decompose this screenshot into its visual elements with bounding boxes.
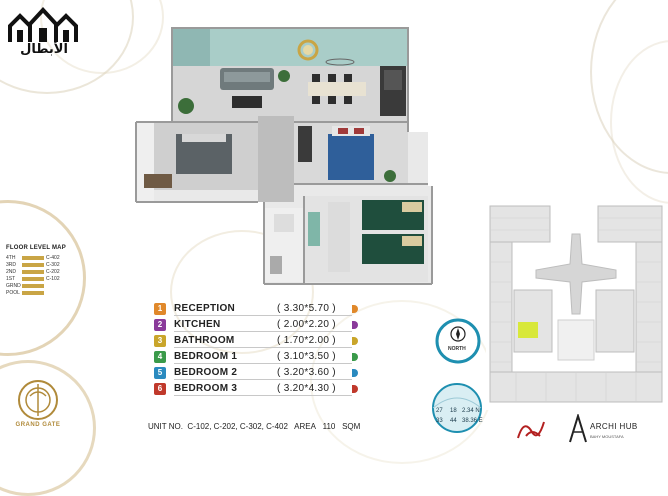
latitude-seconds: 2.34 N xyxy=(462,408,480,414)
floor-level-map: FLOOR LEVEL MAP 4TH C-402 3RD C-302 2ND C-2… xyxy=(4,205,114,315)
legend-row-bathroom: 3 BATHROOM ( 1.70*2.00 ) xyxy=(152,334,360,348)
legend-room-dimensions: ( 2.00*2.20 ) xyxy=(277,319,336,330)
legend-row-reception: 1 RECEPTION ( 3.30*5.70 ) xyxy=(152,302,360,316)
legend-number-badge: 6 xyxy=(154,383,166,395)
floor-level-label: 3RD xyxy=(6,262,17,268)
legend-room-name: BEDROOM 1 xyxy=(174,351,238,362)
floor-level-label: POOL xyxy=(6,290,20,296)
latitude-minutes: 18 xyxy=(450,408,457,414)
floor-unit-code: C-402 xyxy=(46,255,60,261)
signature-mark-icon xyxy=(517,421,545,439)
legend-divider xyxy=(174,363,352,364)
unit-label: UNIT NO. xyxy=(148,422,183,431)
legend-divider xyxy=(174,347,352,348)
legend-room-dimensions: ( 3.10*3.50 ) xyxy=(277,351,336,362)
legend-room-name: KITCHEN xyxy=(174,319,221,330)
floor-level-map-title: FLOOR LEVEL MAP xyxy=(6,245,66,251)
legend-row-kitchen: 2 KITCHEN ( 2.00*2.20 ) xyxy=(152,318,360,332)
compass-icon xyxy=(435,318,481,364)
area-value: 110 xyxy=(322,422,336,431)
latitude-degrees: 27 xyxy=(436,408,443,414)
legend-row-bedroom-1: 4 BEDROOM 1 ( 3.10*3.50 ) xyxy=(152,350,360,364)
legend-color-tip xyxy=(352,305,358,313)
brand-logo: الأبطال xyxy=(6,4,80,58)
floor-level-bar xyxy=(22,284,44,288)
grand-gate-label: GRAND GATE xyxy=(15,422,61,428)
legend-divider xyxy=(174,379,352,380)
legend-divider xyxy=(174,331,352,332)
floor-unit-code: C-202 xyxy=(46,269,60,275)
area-unit: SQM xyxy=(342,422,361,431)
grand-gate-logo: GRAND GATE xyxy=(6,378,70,434)
floor-unit-code: C-302 xyxy=(46,262,60,268)
legend-color-tip xyxy=(352,385,358,393)
legend-room-dimensions: ( 3.20*4.30 ) xyxy=(277,383,336,394)
legend-number-badge: 3 xyxy=(154,335,166,347)
archi-hub-name: ARCHI HUB xyxy=(590,422,638,431)
legend-room-dimensions: ( 1.70*2.00 ) xyxy=(277,335,336,346)
legend-color-tip xyxy=(352,337,358,345)
floor-level-bar xyxy=(22,270,44,274)
longitude-degrees: 33 xyxy=(436,418,443,424)
legend-number-badge: 5 xyxy=(154,367,166,379)
signature xyxy=(514,412,550,446)
floor-level-bar xyxy=(22,277,44,281)
longitude-minutes: 44 xyxy=(450,418,457,424)
legend-row-bedroom-3: 6 BEDROOM 3 ( 3.20*4.30 ) xyxy=(152,382,360,396)
legend-divider xyxy=(174,395,352,396)
area-label: AREA xyxy=(294,422,316,431)
floor-level-label: 1ST xyxy=(6,276,16,282)
legend-divider xyxy=(174,315,352,316)
site-plan xyxy=(486,204,666,410)
legend-room-name: BEDROOM 3 xyxy=(174,383,238,394)
legend-row-bedroom-2: 5 BEDROOM 2 ( 3.20*3.60 ) xyxy=(152,366,360,380)
floor-level-label: 2ND xyxy=(6,269,17,275)
legend-room-name: BATHROOM xyxy=(174,335,235,346)
archi-hub-subtitle: BAHY MOUSTAFA xyxy=(590,434,624,439)
floor-level-label: 4TH xyxy=(6,255,16,261)
legend-number-badge: 1 xyxy=(154,303,166,315)
legend-room-dimensions: ( 3.20*3.60 ) xyxy=(277,367,336,378)
archi-hub-mark-icon xyxy=(569,414,587,443)
compass-label: NORTH xyxy=(448,346,466,352)
highlighted-unit xyxy=(518,322,538,338)
floor-level-bar xyxy=(22,256,44,260)
coordinates-badge: 27 18 2.34 N 33 44 38.36 E xyxy=(424,378,490,434)
north-compass: NORTH xyxy=(435,318,481,364)
floor-plan-3d xyxy=(132,26,452,288)
archi-hub-logo: ARCHI HUB BAHY MOUSTAFA xyxy=(568,412,666,446)
brand-name-arabic: الأبطال xyxy=(20,42,68,57)
floor-unit-code: C-102 xyxy=(46,276,60,282)
longitude-seconds: 38.36 E xyxy=(462,418,483,424)
site-plan-illustration xyxy=(486,204,666,410)
legend-number-badge: 4 xyxy=(154,351,166,363)
floor-level-bar xyxy=(22,291,44,295)
legend-room-dimensions: ( 3.30*5.70 ) xyxy=(277,303,336,314)
floor-level-label: GRND xyxy=(6,283,21,289)
unit-numbers: C-102, C-202, C-302, C-402 xyxy=(187,422,288,431)
legend-color-tip xyxy=(352,321,358,329)
unit-info: UNIT NO. C-102, C-202, C-302, C-402 AREA… xyxy=(148,420,388,434)
grand-gate-emblem-icon xyxy=(18,380,58,420)
legend-color-tip xyxy=(352,369,358,377)
legend-color-tip xyxy=(352,353,358,361)
globe-icon xyxy=(432,383,482,433)
logo-icon xyxy=(8,7,78,42)
legend-number-badge: 2 xyxy=(154,319,166,331)
room-legend: 1 RECEPTION ( 3.30*5.70 ) 2 KITCHEN ( 2.… xyxy=(152,300,362,396)
legend-room-name: BEDROOM 2 xyxy=(174,367,238,378)
legend-room-name: RECEPTION xyxy=(174,303,236,314)
floor-level-bar xyxy=(22,263,44,267)
floor-plan-illustration xyxy=(135,27,433,285)
